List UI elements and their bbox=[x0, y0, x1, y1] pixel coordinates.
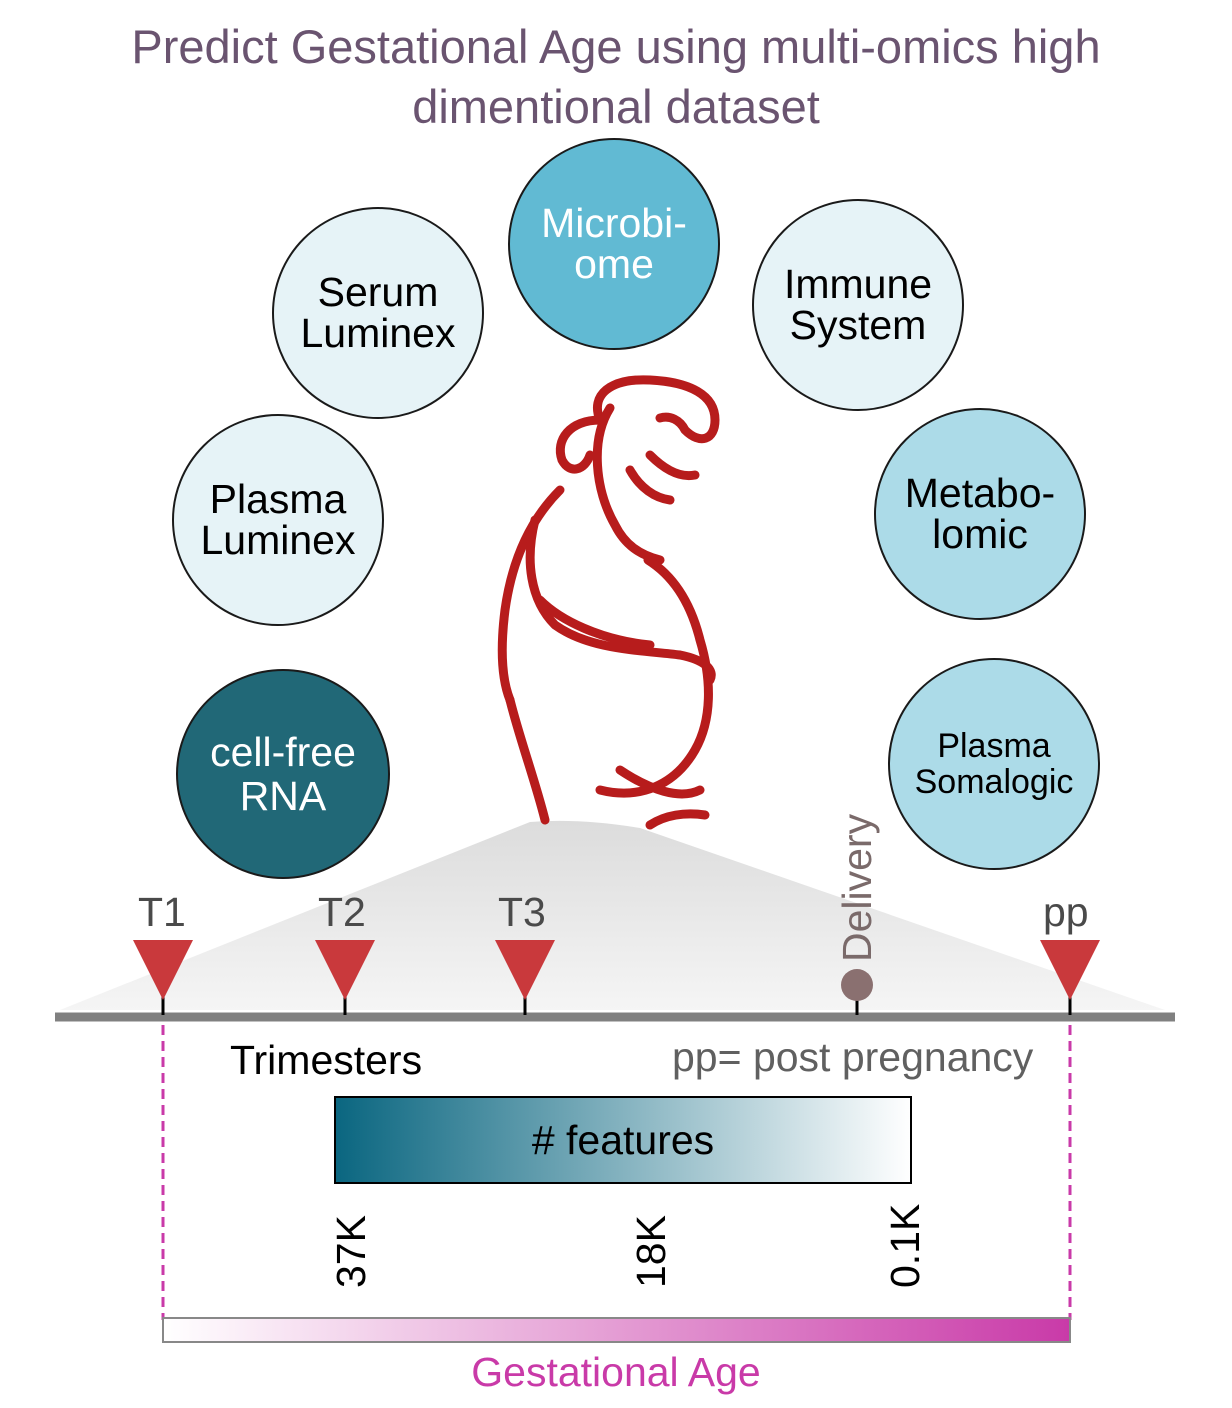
feature-tick-0-1k: 0.1K bbox=[882, 1203, 928, 1288]
omic-metabolomic: Metabo- lomic bbox=[874, 408, 1086, 620]
title-line-1: Predict Gestational Age using multi-omic… bbox=[131, 20, 1101, 73]
title-line-2: dimentional dataset bbox=[412, 80, 820, 133]
delivery-label: Delivery bbox=[834, 813, 880, 962]
omic-immune-system: Immune System bbox=[752, 199, 964, 411]
features-bar bbox=[334, 1096, 912, 1184]
t2-triangle bbox=[315, 940, 375, 1000]
pp-triangle bbox=[1040, 940, 1100, 1000]
gestational-age-bar bbox=[162, 1317, 1071, 1343]
features-label: # features bbox=[531, 1117, 715, 1163]
gestational-age-label: Gestational Age bbox=[471, 1349, 761, 1395]
feature-tick-18k: 18K bbox=[628, 1215, 674, 1288]
marker-label-t3: T3 bbox=[498, 889, 546, 935]
delivery-dot bbox=[841, 969, 873, 1001]
marker-label-t2: T2 bbox=[318, 889, 366, 935]
omic-plasma-luminex: Plasma Luminex bbox=[172, 414, 384, 626]
marker-label-t1: T1 bbox=[138, 889, 186, 935]
trimester-markers bbox=[133, 940, 1100, 1015]
t3-triangle bbox=[495, 940, 555, 1000]
omic-cfrna: cell-free RNA bbox=[176, 669, 390, 879]
t1-triangle bbox=[133, 940, 193, 1000]
omic-serum-luminex: Serum Luminex bbox=[272, 207, 484, 419]
omic-plasma-somalogic: Plasma Somalogic bbox=[888, 658, 1100, 870]
trimesters-label: Trimesters bbox=[230, 1037, 423, 1083]
pp-note: pp= post pregnancy bbox=[672, 1034, 1034, 1080]
pregnant-woman-illustration bbox=[497, 375, 720, 830]
omic-microbiome: Microbi- ome bbox=[508, 138, 720, 350]
feature-tick-37k: 37K bbox=[328, 1215, 374, 1288]
marker-label-pp: pp bbox=[1043, 889, 1089, 935]
